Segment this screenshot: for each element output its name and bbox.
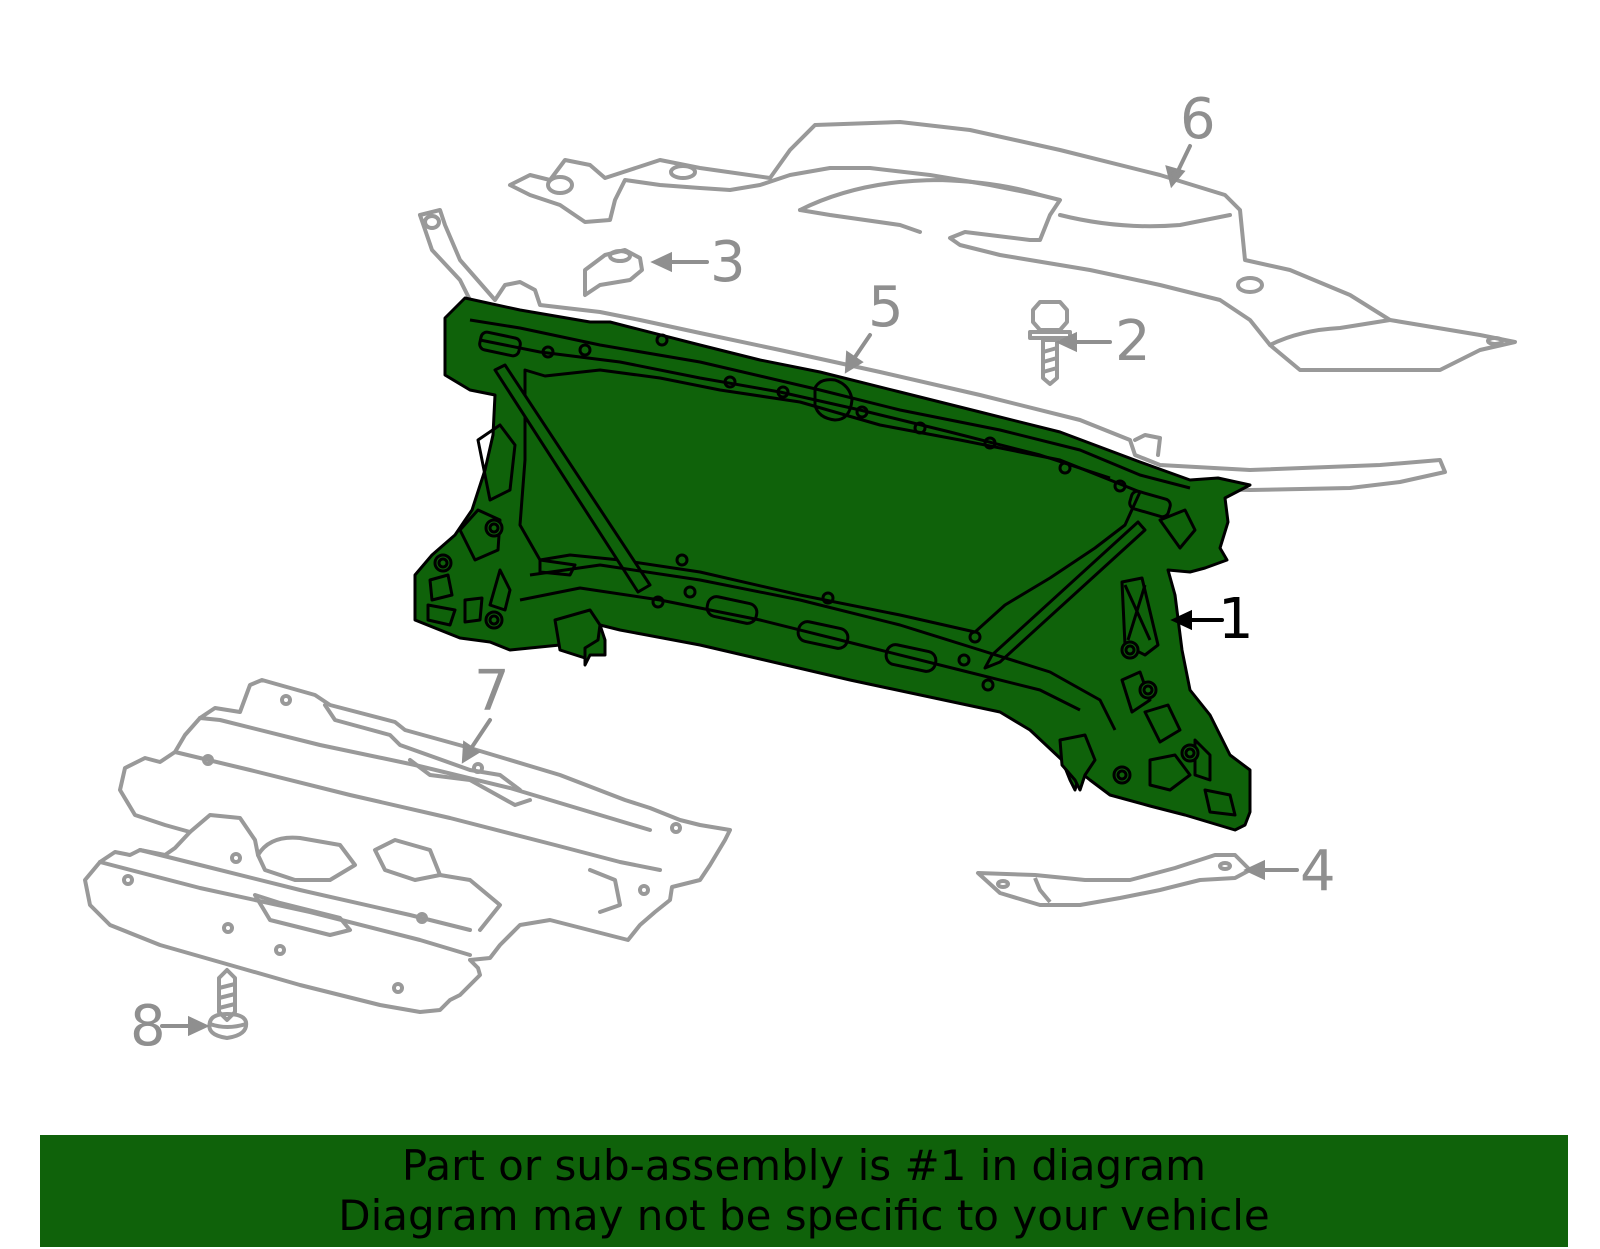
arrowhead-4 <box>1243 859 1265 881</box>
part-5-brace[interactable] <box>418 208 1447 492</box>
arrowhead-1 <box>1170 609 1192 631</box>
part-8-fastener[interactable] <box>207 968 249 1040</box>
leader-arrow-7 <box>468 718 492 752</box>
callout-3: 3 <box>710 230 746 295</box>
arrowhead-5 <box>844 350 864 374</box>
part-6-upper-reinforcement[interactable] <box>508 120 1517 372</box>
arrowhead-7 <box>461 740 481 764</box>
leader-arrows <box>160 144 1299 1037</box>
info-banner: Part or sub-assembly is #1 in diagram Di… <box>40 1135 1568 1247</box>
part-4-bracket[interactable] <box>976 853 1252 907</box>
callout-5: 5 <box>868 275 904 340</box>
leader-arrow-5 <box>851 333 872 362</box>
part-7-splash-shield[interactable] <box>83 678 732 1014</box>
callout-2: 2 <box>1115 309 1151 374</box>
banner-line-part-number: Part or sub-assembly is #1 in diagram <box>401 1141 1207 1190</box>
arrowhead-2 <box>1055 331 1077 353</box>
arrowhead-3 <box>650 251 672 273</box>
callout-1: 1 <box>1218 587 1254 652</box>
banner-line-disclaimer: Diagram may not be specific to your vehi… <box>338 1191 1270 1240</box>
arrowhead-6 <box>1165 165 1186 189</box>
callout-4: 4 <box>1300 839 1336 904</box>
callout-6: 6 <box>1180 87 1216 152</box>
arrowhead-8 <box>188 1015 210 1037</box>
callout-7: 7 <box>474 659 510 724</box>
part-3-bracket[interactable] <box>583 248 644 297</box>
part-1-radiator-support[interactable] <box>413 296 1252 832</box>
callout-8: 8 <box>130 994 166 1059</box>
